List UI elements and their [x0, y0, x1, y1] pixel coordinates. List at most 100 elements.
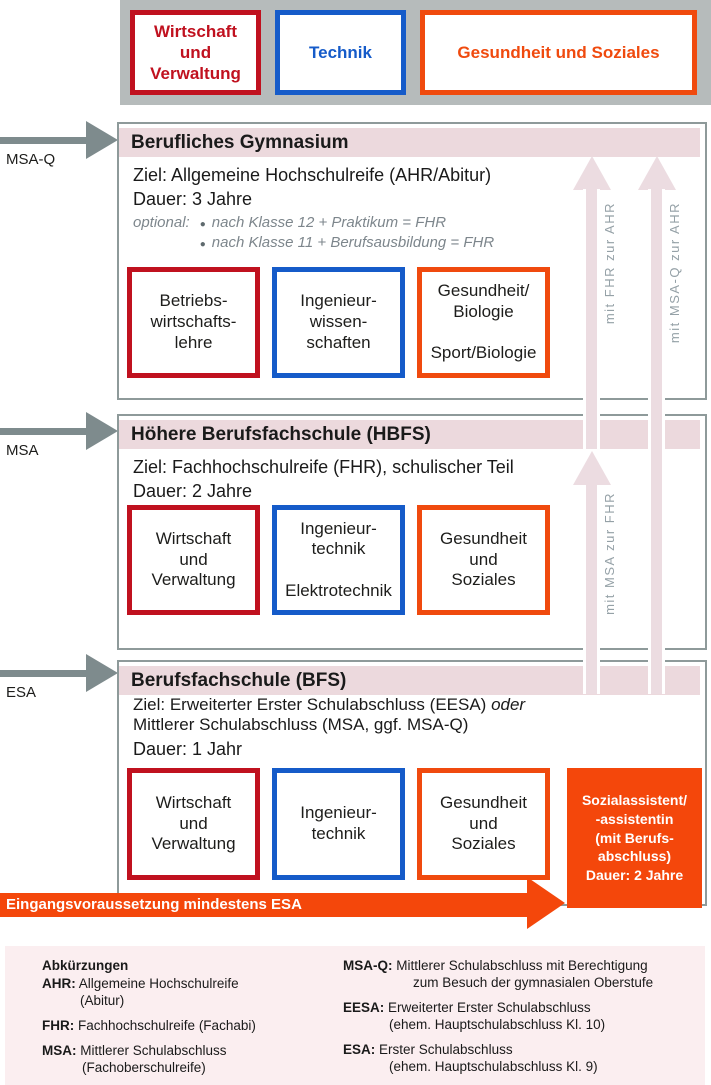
subject-box-gesundheit-biologie: Gesundheit/ Biologie Sport/Biologie	[417, 267, 550, 378]
abbreviation-ahr: AHR: Allgemeine Hochschulreife (Abitur)	[42, 975, 332, 1009]
entry-arrow-esa: ESA	[0, 654, 125, 734]
arrow-line	[0, 670, 86, 677]
abbreviation-fhr: FHR: Fachhochschulreife (Fachabi)	[42, 1017, 332, 1034]
subject-label: Ingenieur- technik Elektrotechnik	[285, 518, 392, 600]
arrow-right-icon	[86, 121, 118, 159]
section-title: Berufliches Gymnasium	[131, 132, 349, 153]
goal-line-2: Mittlerer Schulabschluss (MSA, ggf. MSA-…	[133, 715, 469, 734]
bullet-icon: ●	[199, 239, 206, 250]
entry-arrow-label: MSA	[6, 442, 39, 459]
subject-label: Gesundheit/ Biologie Sport/Biologie	[430, 281, 537, 363]
section-duration: Dauer: 2 Jahre	[133, 481, 253, 501]
track-wirtschaft-und-verwaltung: Wirtschaft und Verwaltung	[130, 10, 261, 95]
abbreviation-key: MSA:	[42, 1043, 77, 1058]
track-label: Gesundheit und Soziales	[457, 42, 660, 62]
abbreviation-msa: MSA: Mittlerer Schulabschluss (Fachobers…	[42, 1042, 332, 1076]
subject-label: Betriebs- wirtschafts- lehre	[150, 291, 237, 352]
optional-items: ● nach Klasse 12 + Praktikum = FHR ● nac…	[200, 214, 494, 254]
abbreviation-text: Erster Schulabschluss (ehem. Hauptschula…	[379, 1042, 598, 1074]
progress-arrow-msa-zur-fhr	[583, 485, 600, 694]
abbreviations-panel: Abkürzungen AHR: Allgemeine Hochschulrei…	[5, 946, 705, 1085]
section-title: Höhere Berufsfachschule (HBFS)	[131, 424, 431, 445]
section-berufliches-gymnasium: Berufliches Gymnasium Ziel: Allgemeine H…	[117, 122, 707, 400]
section-goal: Ziel: Allgemeine Hochschulreife (AHR/Abi…	[133, 165, 492, 185]
progress-arrow-fhr-zur-ahr	[583, 189, 600, 449]
sozialassistent-box: Sozialassistent/ -assistentin (mit Beruf…	[567, 768, 702, 908]
section-berufsfachschule: Berufsfachschule (BFS) Ziel: Erweiterter…	[117, 660, 707, 908]
section-title-band: Höhere Berufsfachschule (HBFS)	[119, 420, 700, 449]
goal-conjunction: oder	[491, 695, 526, 714]
abbreviation-esa: ESA: Erster Schulabschluss (ehem. Haupts…	[343, 1041, 701, 1075]
goal-line-1: Ziel: Erweiterter Erster Schulabschluss …	[133, 695, 525, 715]
subject-box-wirtschaft-verwaltung: Wirtschaft und Verwaltung	[127, 505, 260, 615]
goal-text: Ziel: Erweiterter Erster Schulabschluss …	[133, 695, 492, 714]
section-goal: Ziel: Fachhochschulreife (FHR), schulisc…	[133, 457, 514, 477]
section-title: Berufsfachschule (BFS)	[131, 670, 347, 691]
section-duration: Dauer: 1 Jahr	[133, 739, 243, 759]
progress-arrow-msa-q-zur-ahr	[648, 189, 665, 694]
abbreviation-text: Fachhochschulreife (Fachabi)	[74, 1018, 256, 1033]
section-goal: Ziel: Erweiterter Erster Schulabschluss …	[133, 695, 525, 735]
arrow-line	[0, 428, 86, 435]
entry-arrow-msa-q: MSA-Q	[0, 121, 125, 201]
abbreviation-text: Allgemeine Hochschulreife (Abitur)	[78, 976, 239, 1008]
subject-box-wirtschaft-verwaltung: Wirtschaft und Verwaltung	[127, 768, 260, 880]
abbreviation-key: MSA-Q:	[343, 958, 393, 973]
track-label: Technik	[309, 42, 372, 62]
progress-arrow-label: mit MSA zur FHR	[602, 492, 617, 615]
subject-box-betriebswirtschaftslehre: Betriebs- wirtschafts- lehre	[127, 267, 260, 378]
abbreviation-key: EESA:	[343, 1000, 385, 1015]
optional-item: ● nach Klasse 11 + Berufsausbildung = FH…	[200, 234, 494, 254]
section-title-band: Berufliches Gymnasium	[119, 128, 700, 157]
subject-box-ingenieurwissenschaften: Ingenieur- wissen- schaften	[272, 267, 405, 378]
section-hoehere-berufsfachschule: Höhere Berufsfachschule (HBFS) Ziel: Fac…	[117, 414, 707, 650]
abbreviation-key: AHR:	[42, 976, 76, 991]
abbreviation-eesa: EESA: Erweiterter Erster Schulabschluss …	[343, 999, 701, 1033]
abbreviation-text: Mittlerer Schulabschluss (Fachoberschulr…	[80, 1043, 227, 1075]
optional-item: ● nach Klasse 12 + Praktikum = FHR	[200, 214, 494, 234]
entry-arrow-label: ESA	[6, 684, 37, 701]
abbreviation-text: Erweiterter Erster Schulabschluss (ehem.…	[388, 1000, 606, 1032]
subject-box-ingenieurtechnik-elektrotechnik: Ingenieur- technik Elektrotechnik	[272, 505, 405, 615]
arrow-up-icon	[573, 156, 611, 190]
subject-box-gesundheit-soziales: Gesundheit und Soziales	[417, 768, 550, 880]
entry-arrow-label: MSA-Q	[6, 151, 56, 168]
arrow-right-icon	[527, 877, 565, 929]
progress-arrow-label: mit FHR zur AHR	[602, 202, 617, 325]
section-duration: Dauer: 3 Jahre	[133, 189, 253, 209]
progress-arrow-label: mit MSA-Q zur AHR	[667, 202, 682, 344]
optional-item-text: nach Klasse 12 + Praktikum = FHR	[211, 214, 447, 231]
subject-box-gesundheit-soziales: Gesundheit und Soziales	[417, 505, 550, 615]
subject-box-ingenieurtechnik: Ingenieur- technik	[272, 768, 405, 880]
abbreviation-msa-q: MSA-Q: Mittlerer Schulabschluss mit Bere…	[343, 957, 701, 991]
subject-label: Wirtschaft und Verwaltung	[151, 528, 236, 590]
track-header-band: Wirtschaft und Verwaltung Technik Gesund…	[120, 0, 711, 105]
subject-label: Ingenieur- wissen- schaften	[300, 291, 377, 352]
abbreviation-text: Mittlerer Schulabschluss mit Berechtigun…	[396, 958, 654, 990]
abbreviations-right-column: MSA-Q: Mittlerer Schulabschluss mit Bere…	[343, 957, 701, 1083]
abbreviation-key: ESA:	[343, 1042, 376, 1057]
track-gesundheit-und-soziales: Gesundheit und Soziales	[420, 10, 697, 95]
arrow-up-icon	[573, 451, 611, 485]
entry-arrow-msa: MSA	[0, 412, 125, 492]
sozialassistent-label: Sozialassistent/ -assistentin (mit Beruf…	[581, 791, 688, 884]
abbreviations-left-column: Abkürzungen AHR: Allgemeine Hochschulrei…	[42, 957, 332, 1084]
subject-label: Ingenieur- technik	[300, 803, 377, 843]
optional-label: optional:	[133, 214, 190, 231]
arrow-right-icon	[86, 412, 118, 450]
optional-note: optional: ● nach Klasse 12 + Praktikum =…	[133, 214, 494, 254]
arrow-right-icon	[86, 654, 118, 692]
abbreviation-key: FHR:	[42, 1018, 75, 1033]
arrow-up-icon	[638, 156, 676, 190]
entry-requirement-banner: Eingangsvoraussetzung mindestens ESA	[0, 893, 540, 917]
section-title-band: Berufsfachschule (BFS)	[119, 666, 700, 695]
optional-item-text: nach Klasse 11 + Berufsausbildung = FHR	[211, 234, 495, 251]
bullet-icon: ●	[199, 219, 206, 230]
track-technik: Technik	[275, 10, 406, 95]
subject-label: Gesundheit und Soziales	[440, 528, 527, 590]
arrow-line	[0, 137, 86, 144]
track-label: Wirtschaft und Verwaltung	[150, 21, 241, 84]
abbreviations-title: Abkürzungen	[42, 958, 129, 973]
subject-label: Gesundheit und Soziales	[440, 792, 527, 854]
